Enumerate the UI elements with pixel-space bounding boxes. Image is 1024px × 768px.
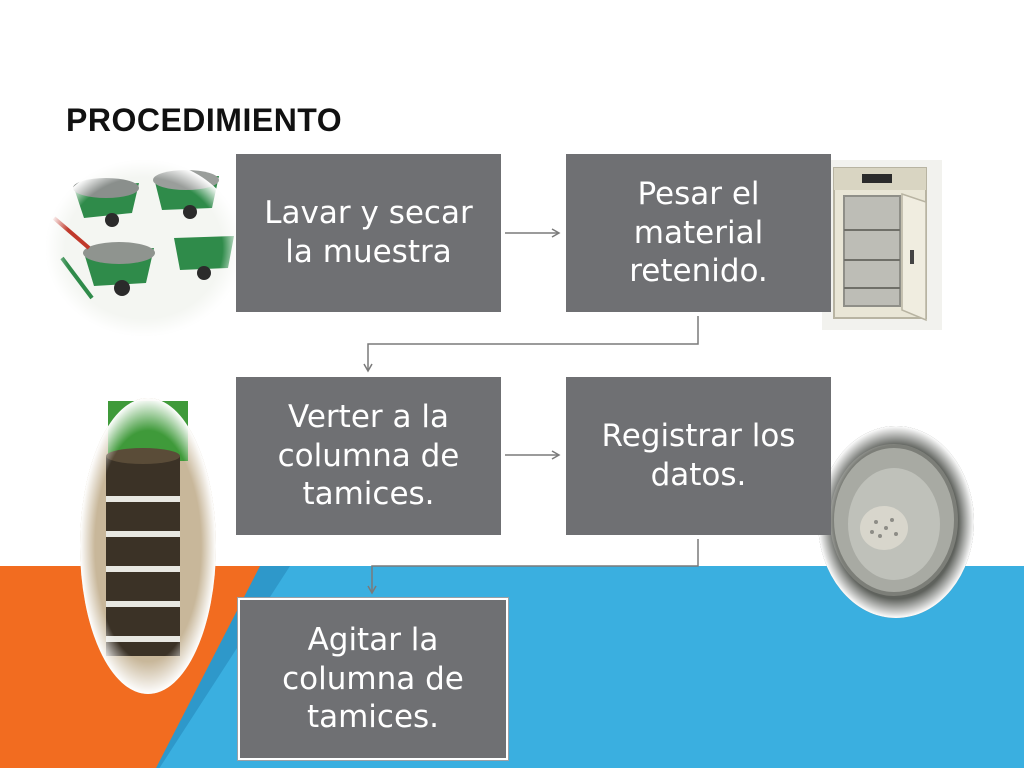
sample-pan-icon (818, 426, 974, 618)
step-text-2: Pesar el material retenido. (629, 175, 768, 290)
arrow-step3-to-step4 (505, 450, 561, 460)
step-text-5: Agitar la columna de tamices. (282, 621, 464, 736)
step-box-4: Registrar los datos. (566, 377, 831, 535)
step-box-5: Agitar la columna de tamices. (238, 598, 508, 760)
step-box-2: Pesar el material retenido. (566, 154, 831, 312)
sieve-column-icon (80, 398, 216, 694)
arrow-step2-to-step3 (363, 316, 699, 373)
step-text-3: Verter a la columna de tamices. (277, 398, 460, 513)
step-box-1: Lavar y secar la muestra (236, 154, 501, 312)
step-text-1: Lavar y secar la muestra (264, 195, 473, 270)
slide-title: PROCEDIMIENTO (66, 102, 343, 138)
step-box-3: Verter a la columna de tamices. (236, 377, 501, 535)
arrow-step1-to-step2 (505, 228, 561, 238)
drying-oven-icon (822, 160, 942, 330)
step-text-4: Registrar los datos. (601, 418, 796, 493)
wheelbarrows-icon (46, 160, 242, 336)
